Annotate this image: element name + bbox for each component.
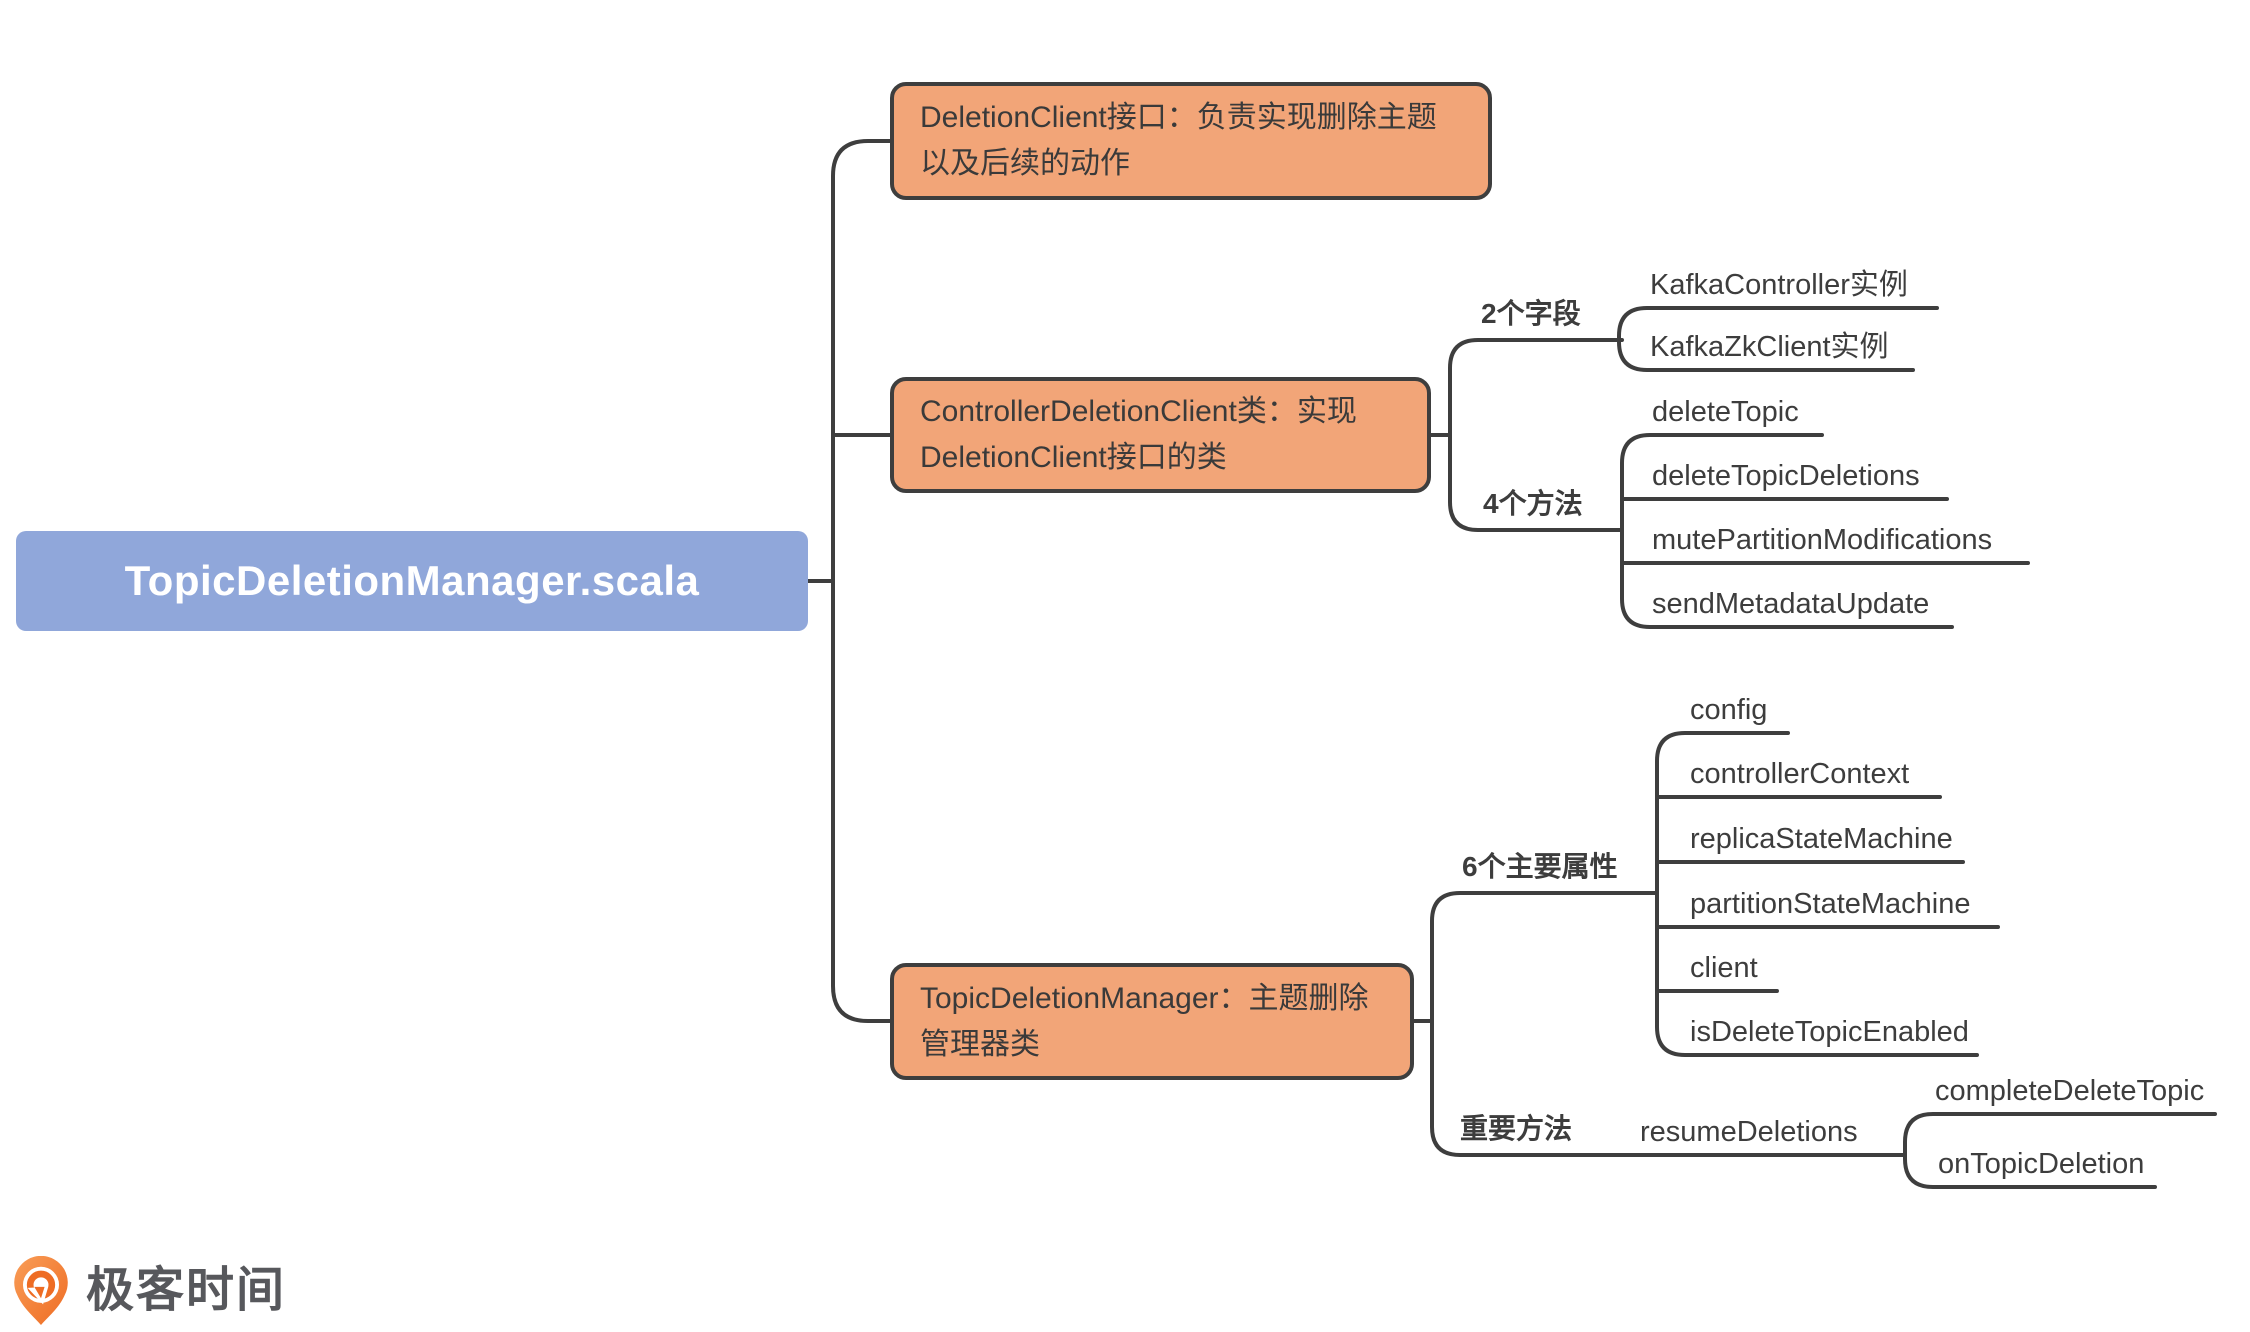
properties-bracket-connector: [1655, 731, 2000, 1057]
leaf-isdeletetopicenabled: isDeleteTopicEnabled: [1690, 1016, 1969, 1048]
geektime-pin-icon: [14, 1256, 68, 1325]
geektime-logo: 极客时间: [12, 1256, 286, 1326]
leaf-sendmetadataupdate: sendMetadataUpdate: [1652, 588, 1930, 620]
node-topicdeletionmanager-class: TopicDeletionManager：主题删除管理器类: [890, 963, 1414, 1080]
methods-bracket-connector: [1620, 433, 2030, 629]
group-label-4-methods: 4个方法: [1483, 488, 1583, 519]
node-controllerdeletionclient-class: ControllerDeletionClient类：实现DeletionClie…: [890, 377, 1431, 493]
leaf-deletetopic: deleteTopic: [1652, 396, 1799, 428]
geektime-brand-text: 极客时间: [86, 1264, 287, 1317]
root-node-label: TopicDeletionManager.scala: [124, 557, 700, 604]
leaf-controllercontext: controllerContext: [1690, 758, 1910, 790]
node-deletionclient-interface: DeletionClient接口：负责实现删除主题以及后续的动作: [890, 82, 1492, 200]
fields-bracket-connector: [1617, 306, 1939, 372]
branch3-fork-connector: [1412, 891, 1907, 1157]
group-label-6-properties: 6个主要属性: [1462, 851, 1618, 882]
leaf-replicastatemachine: replicaStateMachine: [1690, 823, 1953, 855]
node-topicdeletionmanager-class-label: TopicDeletionManager：主题删除管理器类: [920, 981, 1369, 1061]
group-label-key-methods: 重要方法: [1460, 1113, 1573, 1144]
leaf-deletetopicdeletions: deleteTopicDeletions: [1652, 460, 1920, 492]
node-deletionclient-interface-label: DeletionClient接口：负责实现删除主题以及后续的动作: [920, 101, 1437, 180]
resume-bracket-connector: [1903, 1112, 2217, 1189]
group-label-2-fields: 2个字段: [1481, 298, 1581, 329]
leaf-partitionstatemachine: partitionStateMachine: [1690, 888, 1971, 920]
leaf-resumedeletions: resumeDeletions: [1640, 1116, 1858, 1148]
leaf-ontopicdeletion: onTopicDeletion: [1938, 1148, 2145, 1180]
trunk-connector: [806, 139, 892, 1023]
leaf-config: config: [1690, 694, 1768, 726]
leaf-client: client: [1690, 952, 1758, 984]
branch2-fork-connector: [1426, 338, 1624, 532]
leaf-completedeletetopic: completeDeleteTopic: [1935, 1075, 2205, 1107]
leaf-kafkacontroller-instance: KafkaController实例: [1650, 269, 1908, 301]
root-node: TopicDeletionManager.scala: [16, 531, 808, 631]
leaf-kafkazkclient-instance: KafkaZkClient实例: [1650, 331, 1889, 363]
node-controllerdeletionclient-class-label: ControllerDeletionClient类：实现DeletionClie…: [920, 395, 1357, 474]
leaf-mutepartitionmodifications: mutePartitionModifications: [1652, 524, 1993, 556]
